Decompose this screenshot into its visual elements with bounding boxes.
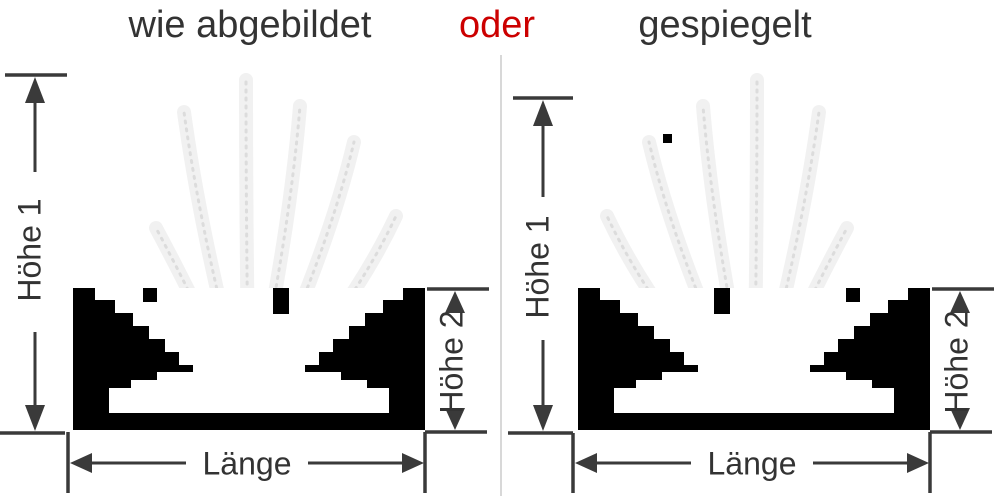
header-connector: oder [458,4,536,46]
header-option-mirrored: gespiegelt [638,4,812,46]
plant-as-shown [73,80,425,430]
length-dimension-right [571,432,932,493]
arrow-down-icon [25,405,45,431]
pixel-artifact [663,134,672,143]
height2-dimension-left [425,287,489,434]
length-label-left: Länge [202,445,292,482]
arrow-right-icon [402,453,424,473]
height2-label-right: Höhe 2 [938,310,975,414]
height1-dimension-right [508,96,573,435]
height1-label-right: Höhe 1 [519,215,556,319]
arrow-up-icon [25,77,45,103]
arrow-down-icon [533,405,553,431]
arrow-left-icon [575,453,597,473]
height1-dimension-left [0,73,67,435]
arrow-down-icon [445,408,465,430]
header-option-as-shown: wie abgebildet [128,4,372,46]
arrow-down-icon [950,408,970,430]
plant-mirrored [578,80,930,430]
arrow-up-icon [445,291,465,313]
height1-label-left: Höhe 1 [11,198,48,302]
height2-dimension-right [930,287,994,434]
length-label-right: Länge [707,445,797,482]
arrow-right-icon [907,453,929,473]
arrow-up-icon [533,100,553,126]
height2-label-left: Höhe 2 [433,310,470,414]
arrow-up-icon [950,291,970,313]
arrow-left-icon [70,453,92,473]
length-dimension-left [66,432,427,493]
